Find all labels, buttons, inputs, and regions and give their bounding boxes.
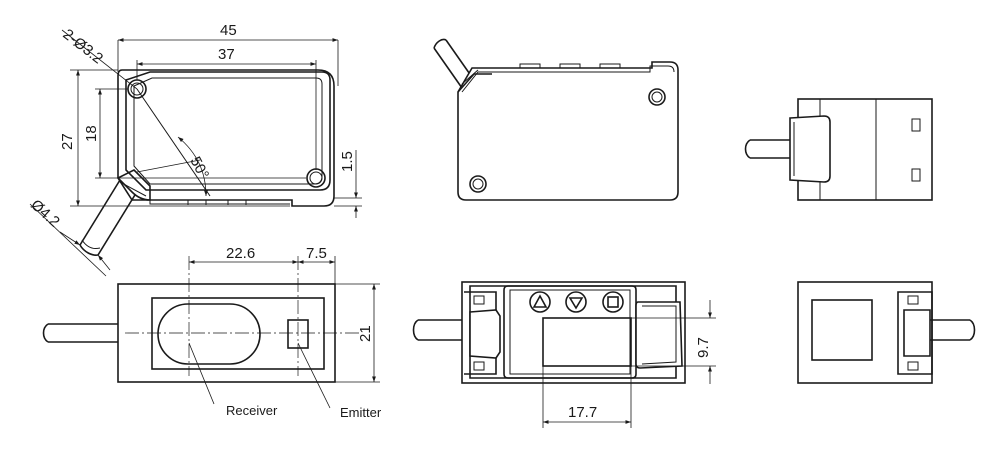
side-cable-boot — [789, 115, 831, 183]
dim-17-7: 17.7 — [568, 404, 597, 421]
front-view: 50° 45 37 2-Ø3.2 27 18 1.5 Ø4.2 — [27, 22, 362, 277]
rear-view — [433, 38, 679, 201]
cable-front — [79, 179, 139, 256]
button-down[interactable] — [565, 291, 587, 313]
receiver-label: Receiver — [226, 403, 278, 418]
end-window — [811, 299, 873, 361]
end-view — [797, 281, 976, 384]
dim-21: 21 — [357, 325, 374, 342]
rear-hole-top — [648, 88, 666, 106]
top-view-bottom: 22.6 7.5 21 Receiver Emitter — [42, 245, 382, 420]
front-window — [125, 71, 331, 191]
receiver-lens — [157, 303, 261, 365]
dim-45: 45 — [220, 22, 237, 39]
dim-37: 37 — [218, 46, 235, 63]
button-set[interactable] — [602, 291, 624, 313]
dim-18: 18 — [83, 125, 100, 142]
dim-22-6: 22.6 — [226, 245, 255, 262]
button-up[interactable] — [529, 291, 551, 313]
lens-window — [151, 297, 325, 370]
display-view: 9.7 17.7 — [412, 281, 716, 428]
display-right-boot — [635, 301, 683, 369]
rear-hole-bottom — [469, 175, 487, 193]
rear-body-outline — [457, 61, 679, 201]
dim-9-7: 9.7 — [695, 337, 712, 358]
emitter-label: Emitter — [340, 405, 382, 420]
side-view-top — [744, 98, 933, 201]
dim-27: 27 — [59, 133, 76, 150]
dim-1-5: 1.5 — [339, 151, 356, 172]
dim-7-5: 7.5 — [306, 245, 327, 262]
lcd-display — [542, 317, 632, 367]
hole-spec-label: 2-Ø3.2 — [60, 26, 107, 68]
cable-dia-label: Ø4.2 — [27, 196, 63, 230]
